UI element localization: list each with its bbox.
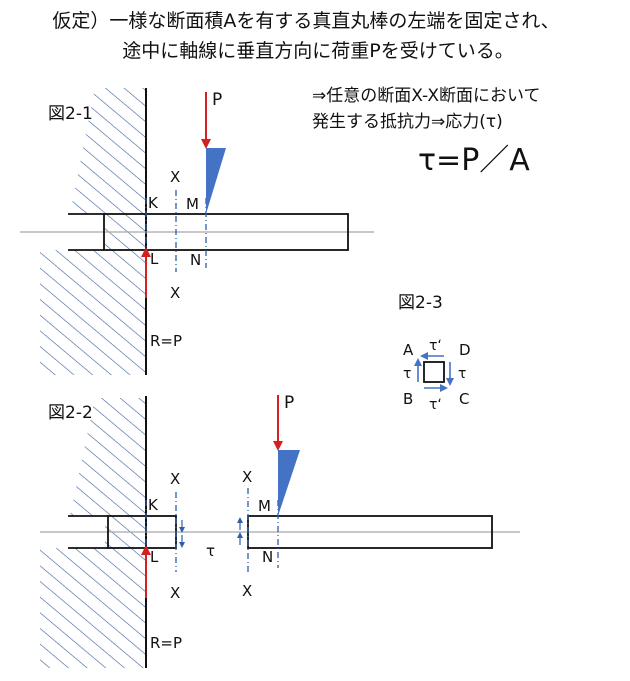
- fig1-reaction-label: R=P: [150, 332, 182, 350]
- fig2-reaction-label: R=P: [150, 634, 182, 652]
- fig1-section-bottom-label: X: [170, 284, 180, 302]
- fig3-title: 図2-3: [398, 293, 443, 313]
- header-line-2: 途中に軸線に垂直方向に荷重Pを受けている。: [122, 40, 514, 62]
- fig2-load-label: P: [284, 393, 294, 413]
- figure-2-1: 図2-1 P X K M L N X R=P: [20, 88, 374, 375]
- fig2-wall-hatch: [40, 398, 146, 668]
- fig3-tau-left: τ: [403, 366, 411, 382]
- note-line-2: 発生する抵抗力⇒応力(τ): [312, 112, 503, 132]
- fig3-tau-prime-top: τ‘: [429, 338, 442, 354]
- fig3-tau-right: τ: [458, 366, 466, 382]
- fig1-wall-hatch: [40, 88, 146, 375]
- fig2-section-top-left-label: X: [170, 470, 180, 488]
- fig1-label-k: K: [148, 194, 159, 212]
- fig2-section-bottom-right-label: X: [242, 582, 252, 600]
- fig3-corner-b: B: [403, 390, 413, 408]
- fig1-load-triangle: [206, 148, 226, 214]
- fig1-load-label: P: [212, 90, 222, 110]
- note-line-1: ⇒任意の断面X-X断面において: [312, 86, 540, 106]
- fig2-section-top-right-label: X: [242, 468, 252, 486]
- fig3-element-square: [423, 361, 445, 383]
- fig2-label-l: L: [150, 548, 159, 566]
- header: 仮定）一様な断面積Aを有する真直丸棒の左端を固定され、 途中に軸線に垂直方向に荷…: [0, 6, 630, 66]
- fig2-tau-label: τ: [206, 542, 215, 560]
- fig3-corner-d: D: [459, 341, 471, 359]
- fig2-label-m: M: [258, 497, 271, 515]
- fig2-label-n: N: [262, 548, 273, 566]
- figure-2-2: 図2-2 P X X K M L N τ: [40, 393, 520, 668]
- fig2-label-k: K: [148, 496, 159, 514]
- fig3-tau-prime-bottom: τ‘: [429, 397, 442, 413]
- notes: ⇒任意の断面X-X断面において 発生する抵抗力⇒応力(τ) τ=P／A: [312, 86, 540, 178]
- fig2-title: 図2-2: [48, 403, 93, 423]
- fig1-title: 図2-1: [48, 104, 93, 124]
- header-line-1: 仮定）一様な断面積Aを有する真直丸棒の左端を固定され、: [52, 10, 560, 32]
- fig2-section-bottom-left-label: X: [170, 584, 180, 602]
- fig1-label-n: N: [190, 251, 201, 269]
- fig1-label-m: M: [186, 195, 199, 213]
- fig1-beam: [103, 213, 349, 251]
- fig3-corner-c: C: [459, 390, 469, 408]
- fig2-load-triangle: [278, 450, 300, 516]
- fig3-corner-a: A: [403, 341, 414, 359]
- figure-2-3: 図2-3 A τ‘ D τ τ B τ‘ C: [398, 293, 471, 413]
- fig1-section-top-label: X: [170, 168, 180, 186]
- fig1-label-l: L: [150, 250, 159, 268]
- formula: τ=P／A: [418, 143, 530, 178]
